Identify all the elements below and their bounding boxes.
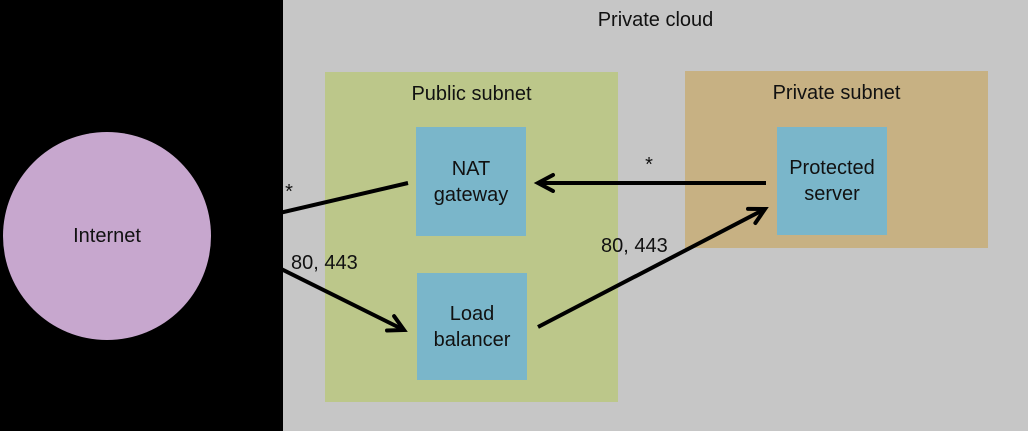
nat-gateway-label: NAT gateway — [433, 157, 509, 206]
internet-label: Internet — [73, 224, 141, 247]
edge-label-internet-load-balancer: 80, 443 — [291, 252, 358, 274]
protected-server-label: Protected server — [789, 157, 875, 205]
internet-node: Internet — [3, 132, 211, 340]
private-cloud-title: Private cloud — [597, 9, 714, 31]
edge-label-load-balancer-server: 80, 443 — [601, 235, 668, 257]
protected-server-node: Protected server — [777, 127, 887, 235]
public-subnet-title: Public subnet — [411, 83, 532, 105]
load-balancer-node: Load balancer — [417, 273, 527, 380]
load-balancer-label: Load balancer — [433, 302, 511, 351]
nat-gateway-node: NAT gateway — [416, 127, 526, 236]
edge-label-server-nat: * — [645, 154, 653, 176]
private-subnet-title: Private subnet — [772, 82, 901, 104]
